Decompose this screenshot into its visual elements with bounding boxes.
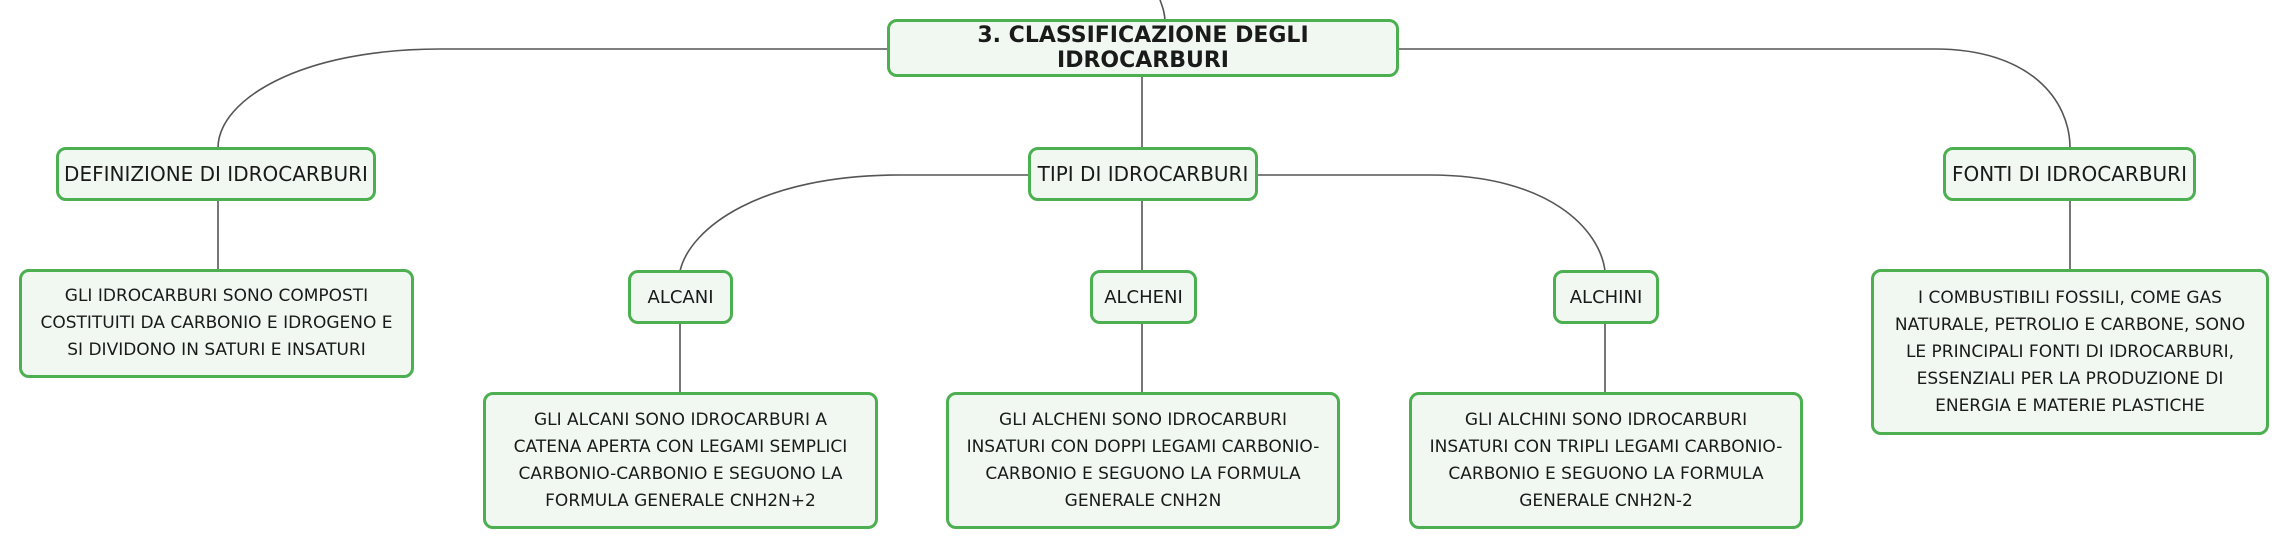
alcheni-label: ALCHENI bbox=[1104, 286, 1183, 308]
alcani-node[interactable]: ALCANI bbox=[628, 270, 733, 324]
alcheni-detail-node[interactable]: GLI ALCHENI SONO IDROCARBURI INSATURI CO… bbox=[946, 392, 1340, 529]
fonti-detail-text: I COMBUSTIBILI FOSSILI, COME GAS NATURAL… bbox=[1894, 287, 2246, 416]
fonti-label: FONTI DI IDROCARBURI bbox=[1952, 162, 2187, 186]
alchini-node[interactable]: ALCHINI bbox=[1553, 270, 1659, 324]
fonti-detail-node[interactable]: I COMBUSTIBILI FOSSILI, COME GAS NATURAL… bbox=[1871, 269, 2269, 435]
alcani-label: ALCANI bbox=[647, 286, 714, 308]
connector-tipi-alchini bbox=[1255, 174, 1606, 272]
fonti-node[interactable]: FONTI DI IDROCARBURI bbox=[1943, 147, 2196, 201]
connector-root-definizione bbox=[217, 48, 890, 149]
definizione-detail-node[interactable]: GLI IDROCARBURI SONO COMPOSTI COSTITUITI… bbox=[19, 269, 414, 378]
alchini-detail-node[interactable]: GLI ALCHINI SONO IDROCARBURI INSATURI CO… bbox=[1409, 392, 1803, 529]
definizione-detail-text: GLI IDROCARBURI SONO COMPOSTI COSTITUITI… bbox=[40, 286, 393, 360]
root-topic-node[interactable]: 3. CLASSIFICAZIONE DEGLI IDROCARBURI bbox=[887, 19, 1399, 77]
alchini-detail-text: GLI ALCHINI SONO IDROCARBURI INSATURI CO… bbox=[1429, 409, 1783, 511]
alcani-detail-text: GLI ALCANI SONO IDROCARBURI A CATENA APE… bbox=[513, 409, 848, 511]
root-topic-label: 3. CLASSIFICAZIONE DEGLI IDROCARBURI bbox=[977, 23, 1309, 73]
definizione-label: DEFINIZIONE DI IDROCARBURI bbox=[64, 162, 368, 186]
definizione-node[interactable]: DEFINIZIONE DI IDROCARBURI bbox=[56, 147, 376, 201]
alcani-detail-node[interactable]: GLI ALCANI SONO IDROCARBURI A CATENA APE… bbox=[483, 392, 878, 529]
tipi-label: TIPI DI IDROCARBURI bbox=[1037, 162, 1249, 186]
connector-root-fonti bbox=[1395, 48, 2071, 149]
connector-tipi-alcani bbox=[679, 174, 1030, 272]
alcheni-detail-text: GLI ALCHENI SONO IDROCARBURI INSATURI CO… bbox=[966, 409, 1320, 511]
alchini-label: ALCHINI bbox=[1569, 286, 1643, 308]
tipi-node[interactable]: TIPI DI IDROCARBURI bbox=[1028, 147, 1258, 201]
alcheni-node[interactable]: ALCHENI bbox=[1090, 270, 1197, 324]
